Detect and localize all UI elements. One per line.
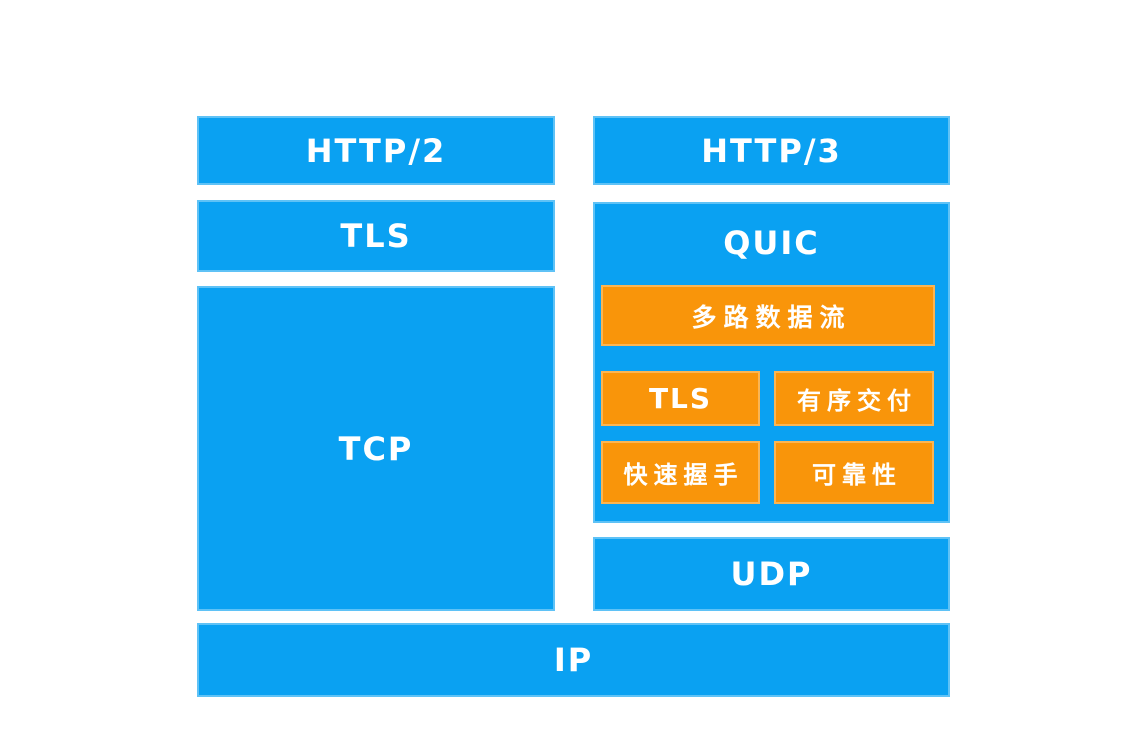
reliability-label: 可靠性 [812,461,902,489]
quic-feature-ordered-delivery: 有序交付 [774,371,934,426]
ordered-delivery-label: 有序交付 [797,387,917,415]
http3-label: HTTP/3 [701,131,842,170]
quic-tls-label: TLS [648,382,713,415]
quic-feature-reliability: 可靠性 [774,441,934,504]
quic-feature-multiplexed-streams: 多路数据流 [601,285,935,346]
multiplexed-streams-label: 多路数据流 [691,302,852,332]
quic-feature-tls: TLS [601,371,760,426]
udp-layer-box: UDP [593,537,950,611]
quic-label: QUIC [723,224,820,262]
http2-layer-box: HTTP/2 [197,116,555,185]
ip-label: IP [553,641,594,679]
tcp-label: TCP [338,429,414,468]
tls-layer-box: TLS [197,200,555,272]
quic-layer-box: QUIC 多路数据流 TLS 有序交付 快速握手 可靠性 [593,202,950,523]
quic-feature-fast-handshake: 快速握手 [601,441,760,504]
ip-layer-box: IP [197,623,950,697]
udp-label: UDP [730,555,813,593]
tls-label: TLS [340,217,412,255]
http2-label: HTTP/2 [305,131,447,170]
quic-title: QUIC [595,204,948,282]
http3-layer-box: HTTP/3 [593,116,950,185]
tcp-layer-box: TCP [197,286,555,611]
fast-handshake-label: 快速握手 [623,461,744,489]
